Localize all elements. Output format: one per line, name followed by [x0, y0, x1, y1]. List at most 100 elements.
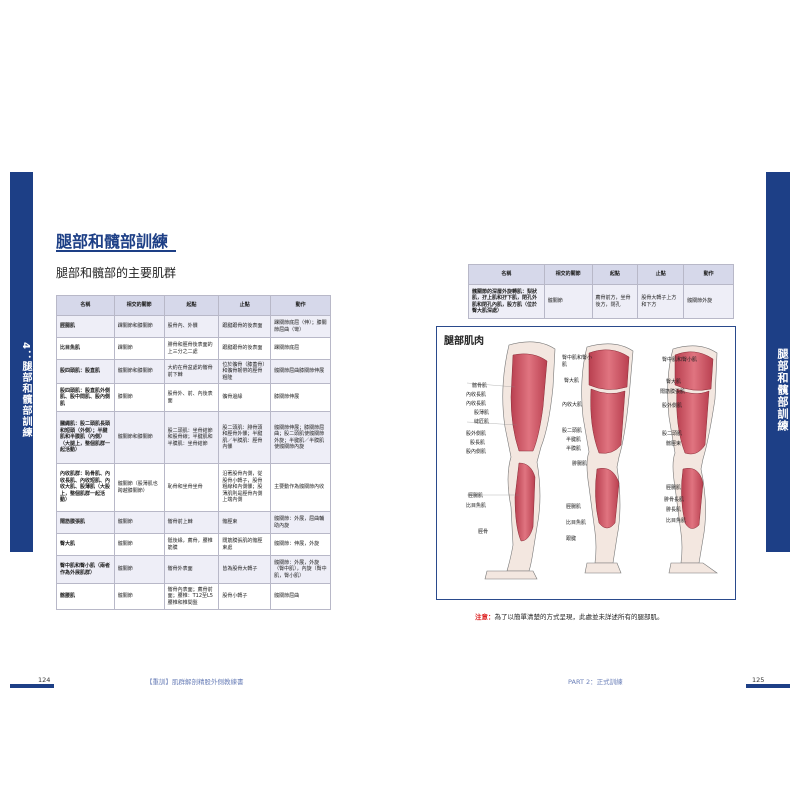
label-front: 縫匠肌: [474, 419, 490, 425]
table-row: 股四頭肌：股直肌外側肌、股中間肌、股內側肌 膝關節 股骨外、前、內後表面 髕骨邊…: [56, 383, 331, 412]
note-key: 注意：: [475, 613, 495, 621]
cell-name: 比目魚肌: [56, 337, 115, 360]
label-front: 內收長肌: [466, 401, 487, 407]
label-front: 內收長肌: [466, 392, 487, 398]
label-back: 腓腸肌: [572, 461, 588, 467]
cell-origin: 大約在骨盆處的髂骨前下棘: [163, 359, 220, 384]
muscle-table: 名稱 相交的關節 起點 止點 動作 脛腸肌 踝關節和膝關節 股骨內、外髁 跟腱跟…: [56, 295, 331, 610]
cell-insertion: 髂脛束: [218, 511, 272, 534]
cell-action: 髖關節外旋: [683, 284, 734, 319]
header-name: 名稱: [468, 264, 545, 285]
cell-insertion: 闊筋膜張肌的髂脛束處: [218, 533, 272, 556]
cell-action: 髖關節屈曲: [270, 583, 331, 610]
table-row: 比目魚肌 踝關節 腓骨和脛骨後表面的上三分之二處 跟腱跟骨的後表面 踝關節底屈: [56, 337, 331, 360]
front-leg-drawing: [466, 341, 556, 580]
cell-name: 闊筋膜張肌: [56, 511, 115, 534]
header-joint: 相交的關節: [543, 264, 593, 285]
cell-origin: 髂骨內表面；薦骨前面；腰椎：T12至L5腰椎和椎間盤: [163, 583, 220, 610]
cell-origin: 薦骨前方，坐骨後方，閉孔: [591, 284, 639, 319]
header-origin: 起點: [163, 295, 220, 316]
label-side: 股二頭肌: [662, 431, 683, 437]
footer-bar-left: [10, 684, 54, 688]
side-leg-drawing: [667, 345, 718, 574]
table-row: 闊筋膜張肌 髖關節 髂骨前上棘 髂脛束 髖關節：外展，屈曲輔助內旋: [56, 511, 331, 534]
cell-origin: 髂骨外表面: [163, 555, 220, 584]
leg-muscle-illustration: [466, 341, 718, 580]
section-subtitle: 腿部和髖部的主要肌群: [56, 266, 177, 280]
header-insertion: 止點: [637, 264, 685, 285]
label-side: 髂脛束: [666, 441, 682, 447]
cell-joint: 髖關節: [113, 511, 165, 534]
cell-origin: 髂骨前上棘: [163, 511, 220, 534]
table-row: 臀中肌和臀小肌（兩者作為外展肌群） 髖關節 髂骨外表面 皆為股骨大轉子 髖關節：…: [56, 555, 331, 584]
label-side: 臀中肌和臀小肌: [662, 357, 698, 363]
figure-note: 注意：為了以簡單清楚的方式呈現，此處並未詳述所有的腿部肌。: [475, 611, 664, 621]
label-back: 比目魚肌: [566, 520, 587, 526]
cell-insertion: 髕骨邊緣: [218, 383, 272, 412]
label-back: 內收大肌: [562, 402, 583, 408]
label-side: 腓長肌: [666, 507, 682, 513]
cell-origin: 腓骨和脛骨後表面的上三分之二處: [163, 337, 220, 360]
footer-book-title: 【重訓】肌群解剖精股外側教練書: [146, 678, 244, 686]
cell-origin: 恥骨和坐骨坐骨: [163, 463, 220, 512]
page-title: 腿部和髖部訓練: [56, 232, 169, 251]
cell-action: 踝關節底屈: [270, 337, 331, 360]
table-row: 髖關節的深層外旋轉肌：梨狀肌，孖上肌和孖下肌，閉孔外肌和閉孔內肌，股方肌（位於臀…: [468, 284, 734, 319]
left-side-tab: 4：腿部和髖部訓練: [10, 172, 33, 552]
cell-action: 髖關節：伸展，外旋: [270, 533, 331, 556]
note-text: 為了以簡單清楚的方式呈現，此處並未詳述所有的腿部肌。: [494, 613, 664, 621]
label-front: 股外側肌: [466, 431, 487, 437]
label-side: 股外側肌: [662, 403, 683, 409]
table-header-row: 名稱 相交的關節 起點 止點 動作: [468, 264, 734, 285]
footer-bar-right: [746, 684, 790, 688]
cell-joint: 髖關節: [113, 533, 165, 556]
cell-joint: 髖關節: [543, 284, 593, 319]
cell-action: 踝關節底屈（伸）；膝關節屈曲（彎）: [270, 315, 331, 338]
table-row: 髂腰肌 髖關節 髂骨內表面；薦骨前面；腰椎：T12至L5腰椎和椎間盤 股骨小轉子…: [56, 583, 331, 610]
label-front: 脛腸肌: [468, 493, 484, 499]
table-row: 臀大肌 髖關節 骶後緣，薦骨，腰椎筋膜 闊筋膜張肌的髂脛束處 髖關節：伸展，外旋: [56, 533, 331, 556]
label-side: 闊筋膜張肌: [660, 389, 686, 395]
table-row: 內收肌群：恥骨肌、內收長肌、內收短肌、內收大肌、股薄肌（大股上，整個肌群一起活動…: [56, 463, 331, 512]
page-number-left: 124: [38, 676, 51, 684]
muscle-table-continued: 名稱 相交的關節 起點 止點 動作 髖關節的深層外旋轉肌：梨狀肌，孖上肌和孖下肌…: [468, 264, 734, 319]
cell-action: 髖關節屈曲膝關節伸展: [270, 359, 331, 384]
cell-joint: 髖關節和膝關節: [113, 359, 165, 384]
cell-action: 髖關節：外展，外旋（臀中肌），內旋（臀中肌，臀小肌）: [270, 555, 331, 584]
header-action: 動作: [683, 264, 734, 285]
cell-action: 膝關節伸展: [270, 383, 331, 412]
cell-name: 膕繩肌：股二頭肌長頭和短頭（外側）；半腱肌和半膜肌（內側）（大腿上，整個肌群一起…: [56, 411, 115, 464]
page-number-right: 125: [752, 676, 765, 684]
table-header-row: 名稱 相交的關節 起點 止點 動作: [56, 295, 331, 316]
label-back: 半膜肌: [566, 446, 582, 452]
cell-action: 主要動作為髖關節內收: [270, 463, 331, 512]
label-front: 髂骨肌: [472, 383, 488, 389]
label-side: 腓骨長肌: [664, 497, 685, 503]
cell-joint: 踝關節: [113, 337, 165, 360]
table-row: 脛腸肌 踝關節和膝關節 股骨內、外髁 跟腱跟骨的後表面 踝關節底屈（伸）；膝關節…: [56, 315, 331, 338]
cell-joint: 膝關節: [113, 383, 165, 412]
cell-name: 髂腰肌: [56, 583, 115, 610]
label-side: 臀大肌: [666, 379, 682, 385]
table-row: 股四頭肌：股直肌 髖關節和膝關節 大約在骨盆處的髂骨前下棘 位於髕骨（膝蓋骨）和…: [56, 359, 331, 384]
header-insertion: 止點: [218, 295, 272, 316]
label-front: 股內側肌: [466, 449, 487, 455]
label-back: 脛腸肌: [566, 504, 582, 510]
cell-origin: 骶後緣，薦骨，腰椎筋膜: [163, 533, 220, 556]
cell-joint: 髖關節（股薄肌也跨越膝關節）: [113, 463, 165, 512]
cell-insertion: 股骨小轉子: [218, 583, 272, 610]
cell-name: 臀中肌和臀小肌（兩者作為外展肌群）: [56, 555, 115, 584]
header-action: 動作: [270, 295, 331, 316]
cell-origin: 股骨內、外髁: [163, 315, 220, 338]
cell-name: 股四頭肌：股直肌: [56, 359, 115, 384]
label-front: 股長肌: [470, 440, 486, 446]
cell-insertion: 股骨大轉子上方和下方: [637, 284, 685, 319]
footer-part-title: PART 2：正式訓練: [568, 678, 623, 686]
cell-origin: 股骨外、前、內後表面: [163, 383, 220, 412]
cell-name: 內收肌群：恥骨肌、內收長肌、內收短肌、內收大肌、股薄肌（大股上，整個肌群一起活動…: [56, 463, 115, 512]
label-front: 比目魚肌: [466, 503, 487, 509]
cell-insertion: 皆為股骨大轉子: [218, 555, 272, 584]
title-rule: [56, 250, 176, 252]
label-front: 脛骨: [478, 529, 489, 535]
label-back: 臀大肌: [564, 378, 580, 384]
